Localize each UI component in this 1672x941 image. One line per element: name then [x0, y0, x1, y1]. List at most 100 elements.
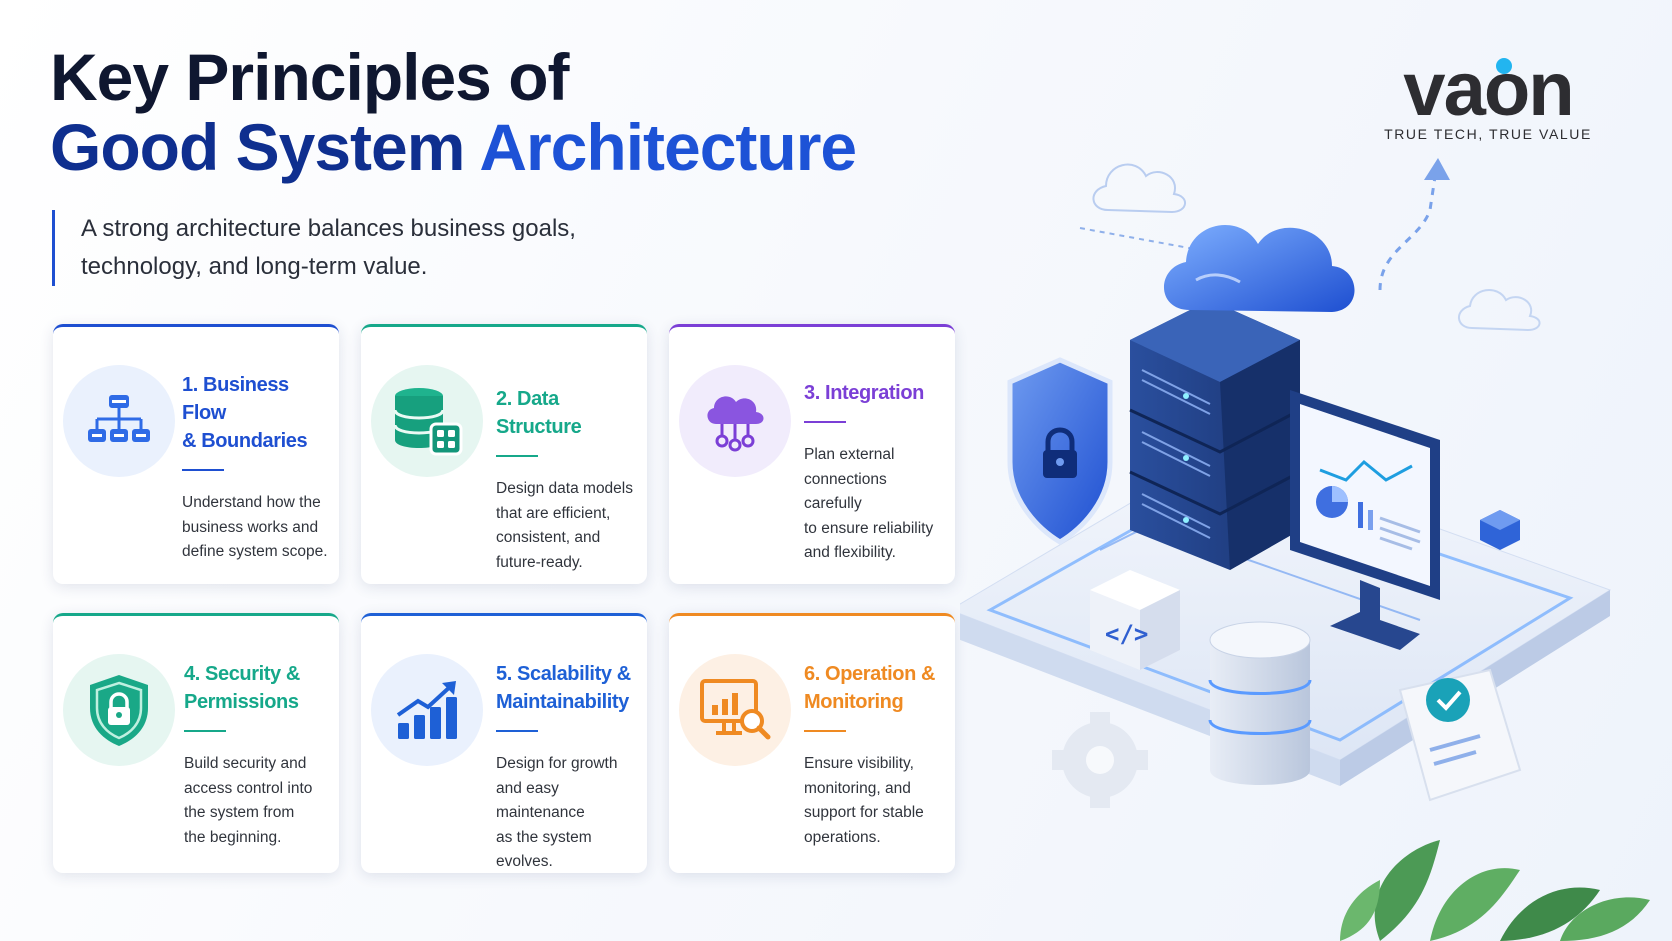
card-desc-line: Understand how the [182, 494, 321, 511]
card-description: Build security and access control into t… [184, 752, 329, 850]
card-title-line-2: & Boundaries [182, 430, 308, 452]
card-desc-line: connections carefully [804, 470, 887, 513]
card-title: 4. Security & Permissions [184, 660, 329, 716]
monitor-dashboard [1290, 390, 1440, 650]
card-desc-line: the beginning. [184, 828, 282, 846]
card-desc-line: Build security and [184, 755, 307, 772]
logo-dot [1496, 58, 1512, 74]
title-line-1: Key Principles of [50, 40, 570, 114]
card-text: 5. Scalability & Maintainability Design … [496, 660, 637, 873]
principle-card-business-flow: 1. Business Flow & Boundaries Understand… [53, 324, 339, 584]
card-desc-line: Design for growth [496, 755, 618, 772]
checklist-card [1398, 668, 1522, 802]
card-desc-line: Design data models [496, 480, 633, 497]
card-icon-circle [63, 365, 175, 477]
page-title: Key Principles of Good System Architectu… [50, 40, 857, 184]
card-desc-line: future-ready. [496, 553, 583, 571]
card-desc-line: business works and [182, 518, 319, 536]
cloud-icon [1163, 224, 1355, 312]
card-icon-circle [371, 654, 483, 766]
gear-icon [1052, 712, 1148, 808]
card-desc-line: consistent, and [496, 529, 601, 546]
card-title-line-1: 4. Security & [184, 663, 300, 685]
card-text: 6. Operation & Monitoring Ensure visibil… [804, 660, 945, 850]
card-desc-line: access control into [184, 779, 313, 797]
card-text: 2. Data Structure Design data models tha… [496, 385, 637, 575]
card-title-line-1: 2. Data Structure [496, 388, 582, 438]
card-desc-line: to ensure reliability [804, 519, 934, 537]
title-line-2-part-b: Architecture [479, 110, 857, 184]
card-description: Understand how the business works and de… [182, 491, 329, 565]
card-desc-line: operations. [804, 828, 881, 846]
card-title-line-1: 3. Integration [804, 382, 924, 404]
card-text: 3. Integration Plan external connections… [804, 379, 945, 566]
dashed-arrow-up [1378, 169, 1438, 291]
hierarchy-icon [88, 395, 150, 442]
card-title: 3. Integration [804, 379, 945, 407]
card-divider [182, 469, 224, 471]
title-line-2-part-a: Good System [50, 110, 465, 184]
code-symbol-glyph: </> [1105, 620, 1148, 648]
card-desc-line: the system from [184, 804, 295, 821]
card-icon-circle [679, 654, 791, 766]
card-description: Design for growth and easy maintenance a… [496, 752, 637, 873]
database-icon [393, 388, 463, 456]
card-desc-line: support for stable [804, 804, 924, 821]
card-title: 5. Scalability & Maintainability [496, 660, 637, 716]
principle-card-data-structure: 2. Data Structure Design data models tha… [361, 324, 647, 584]
server-stack [1129, 300, 1301, 570]
plant-leaves [1340, 840, 1650, 941]
shield-lock-icon [90, 675, 148, 746]
database-cylinder [1208, 621, 1312, 785]
card-title: 2. Data Structure [496, 385, 637, 441]
logo-tagline: TRUE TECH, TRUE VALUE [1384, 126, 1592, 142]
card-desc-line: that are efficient, [496, 504, 611, 522]
card-title-line-2: Permissions [184, 691, 299, 713]
code-block-cube: </> [1090, 570, 1180, 670]
card-desc-line: monitoring, and [804, 779, 911, 797]
card-title: 1. Business Flow & Boundaries [182, 371, 329, 455]
outline-cloud-right [1458, 289, 1541, 332]
subtitle-line-1: A strong architecture balances business … [81, 215, 576, 242]
card-title-line-1: 1. Business Flow [182, 374, 289, 424]
cloud-network-icon [707, 396, 764, 452]
logo-wordmark: vaon [1403, 47, 1574, 132]
card-desc-line: and easy maintenance [496, 779, 585, 822]
outline-cloud-left [1092, 163, 1186, 214]
page-subtitle: A strong architecture balances business … [52, 210, 576, 286]
card-divider [804, 421, 846, 423]
brand-logo: vaon TRUE TECH, TRUE VALUE [1358, 47, 1618, 143]
monitor-search-icon [700, 679, 771, 740]
card-text: 4. Security & Permissions Build security… [184, 660, 329, 850]
growth-chart-icon [396, 681, 457, 739]
card-title-line-2: Maintainability [496, 691, 629, 713]
principle-card-security: 4. Security & Permissions Build security… [53, 613, 339, 873]
card-desc-line: evolves. [496, 853, 553, 870]
card-title-line-1: 6. Operation & [804, 663, 936, 685]
small-blue-cube [1480, 510, 1520, 550]
card-divider [496, 455, 538, 457]
principle-card-operation: 6. Operation & Monitoring Ensure visibil… [669, 613, 955, 873]
arrow-head-up [1424, 158, 1450, 180]
card-desc-line: Plan external [804, 446, 895, 463]
card-divider [804, 730, 846, 732]
card-divider [496, 730, 538, 732]
title-line-2: Good System Architecture [50, 110, 857, 184]
card-description: Plan external connections carefully to e… [804, 443, 945, 566]
card-desc-line: define system scope. [182, 543, 328, 560]
card-desc-line: Ensure visibility, [804, 755, 914, 772]
architecture-illustration: </> [960, 158, 1650, 941]
card-icon-circle [63, 654, 175, 766]
card-icon-circle [371, 365, 483, 477]
shield-lock-illustration [1007, 357, 1113, 545]
card-description: Ensure visibility, monitoring, and suppo… [804, 752, 945, 850]
card-desc-line: as the system [496, 828, 592, 846]
principle-card-scalability: 5. Scalability & Maintainability Design … [361, 613, 647, 873]
principle-card-integration: 3. Integration Plan external connections… [669, 324, 955, 584]
card-divider [184, 730, 226, 732]
card-description: Design data models that are efficient, c… [496, 477, 637, 575]
card-title-line-1: 5. Scalability & [496, 663, 631, 685]
card-title: 6. Operation & Monitoring [804, 660, 945, 716]
card-desc-line: and flexibility. [804, 544, 896, 561]
card-text: 1. Business Flow & Boundaries Understand… [182, 371, 329, 565]
